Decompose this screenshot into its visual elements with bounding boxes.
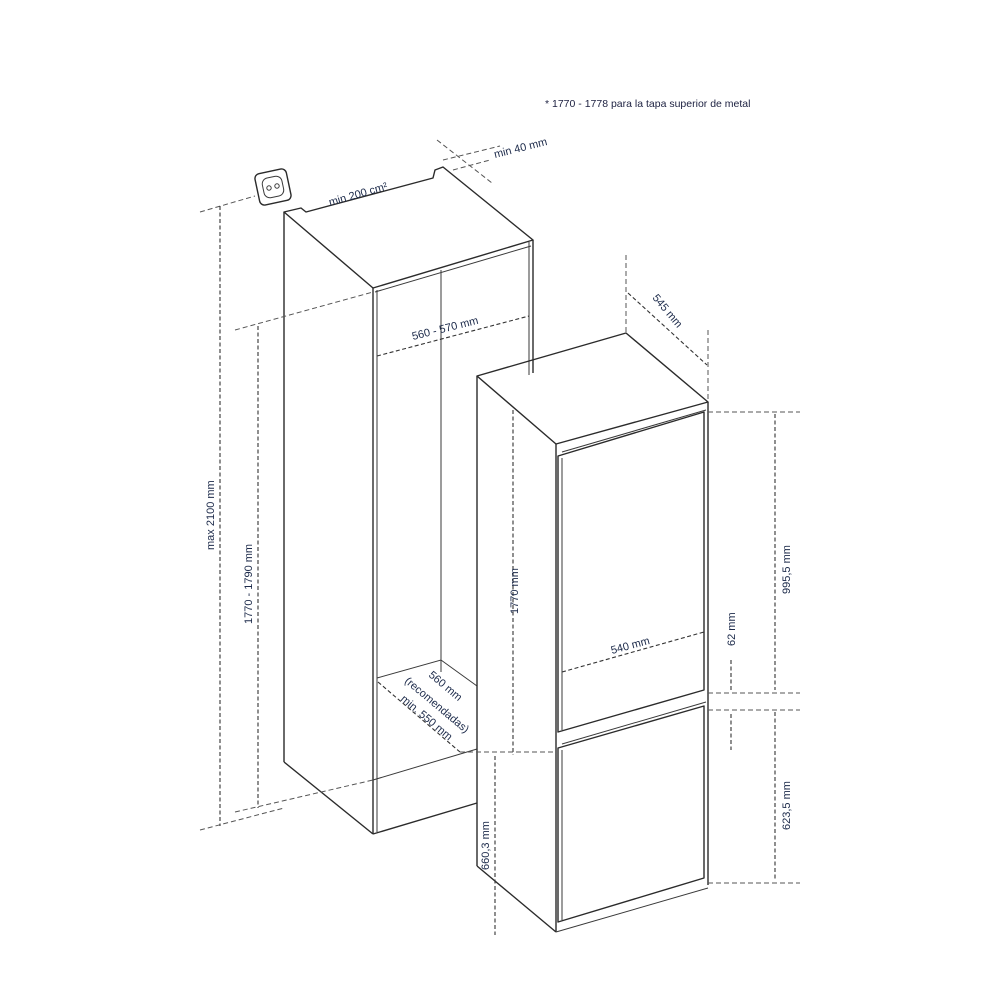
fridge-dimensions [460,255,800,935]
label-lower-hinge: 660,3 mm [480,821,492,870]
label-gap: 62 mm [726,612,738,646]
cabinet-dimensions [199,139,530,831]
label-upper-door: 995,5 mm [781,545,793,594]
fridge-appliance [476,332,709,933]
label-top-gap: min 40 mm [493,136,549,161]
cabinet [283,166,534,835]
label-height: 1770 mm [509,568,521,614]
label-lower-door: 623,5 mm [781,781,793,830]
label-inner-width: 560 - 570 mm [411,315,480,343]
label-niche-height: 1770 - 1790 mm [243,544,255,624]
label-width: 540 mm [610,635,652,657]
power-socket-icon [254,168,292,206]
label-max-height: max 2100 mm [205,480,217,550]
label-depth: 545 mm [650,292,685,330]
label-ventilation: min 200 cm² [328,181,390,209]
footnote-text: * 1770 - 1778 para la tapa superior de m… [545,98,750,110]
